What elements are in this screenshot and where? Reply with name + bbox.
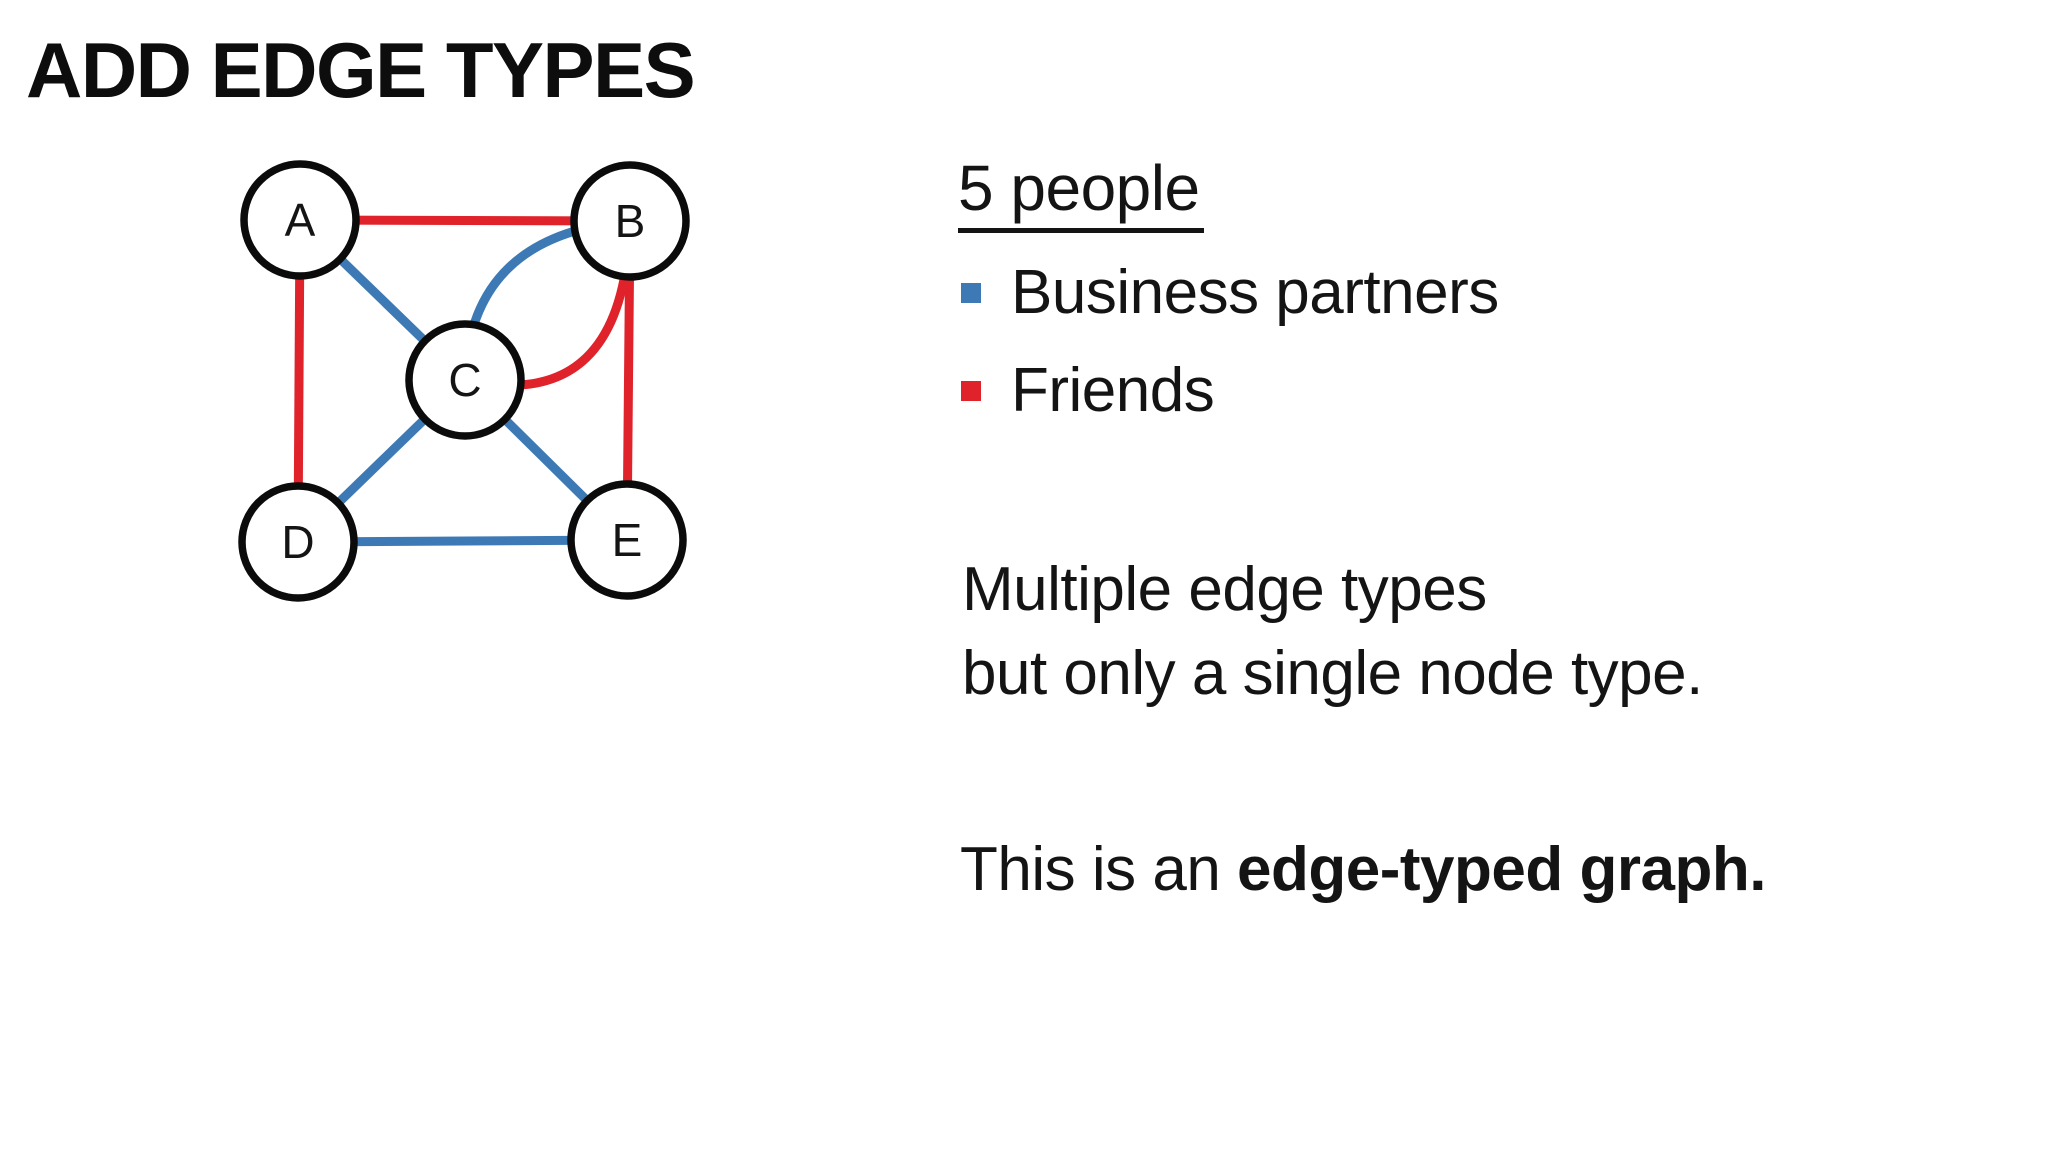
node-B — [570, 161, 690, 281]
legend-list: Business partners Friends — [961, 254, 1499, 430]
graph-diagram: A B C D E — [238, 160, 690, 602]
business-partners-bullet-icon — [961, 283, 981, 303]
legend-item-label: Friends — [1011, 355, 1215, 425]
friends-bullet-icon — [961, 381, 981, 401]
conclusion-text: This is an edge-typed graph. — [960, 830, 1766, 911]
node-C — [405, 320, 525, 440]
notes-text: Multiple edge types but only a single no… — [962, 548, 1703, 716]
node-label-A: A — [285, 194, 316, 246]
conclusion-prefix: This is an — [960, 835, 1238, 904]
node-label-C: C — [448, 354, 481, 406]
notes-line-1: Multiple edge types — [962, 555, 1487, 624]
notes-line-2: but only a single node type. — [962, 639, 1703, 708]
legend-item-label: Business partners — [1011, 257, 1499, 327]
node-label-D: D — [281, 516, 314, 568]
legend-item-friends: Friends — [961, 352, 1499, 430]
node-label-B: B — [615, 195, 646, 247]
legend-item-business-partners: Business partners — [961, 254, 1499, 332]
slide-title: ADD EDGE TYPES — [26, 26, 696, 114]
node-D — [238, 482, 358, 602]
legend-heading: 5 people — [958, 152, 1204, 233]
node-E — [567, 480, 687, 600]
node-label-E: E — [612, 514, 643, 566]
conclusion-bold: edge-typed graph. — [1237, 835, 1766, 904]
node-A — [240, 160, 360, 280]
